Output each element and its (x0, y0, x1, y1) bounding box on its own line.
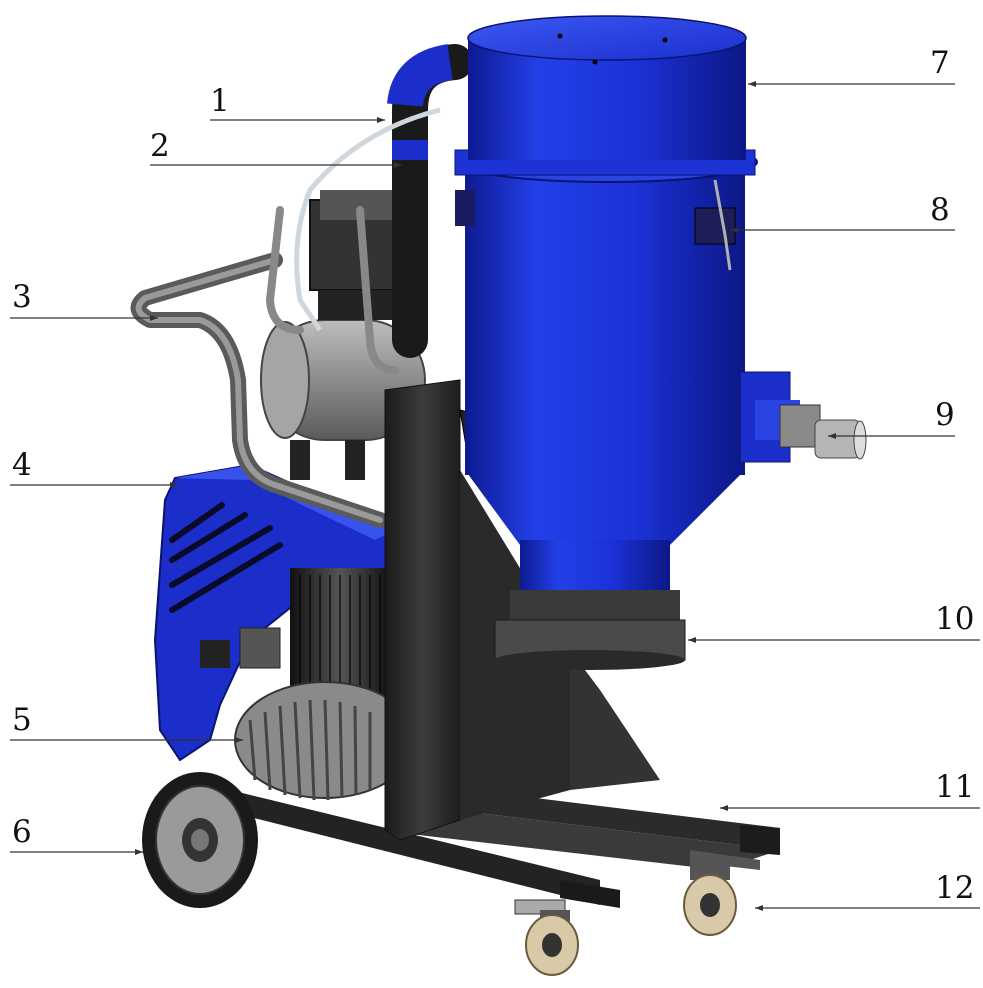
separator-drum (454, 15, 758, 600)
push-handle (130, 206, 399, 528)
callout-4: 4 (12, 447, 32, 483)
leader-arrowheads (135, 81, 836, 911)
inlet-pipe (294, 44, 473, 358)
base-frame (230, 790, 780, 908)
callout-7: 7 (930, 45, 950, 81)
callout-11: 11 (935, 769, 975, 805)
front-caster-left (514, 899, 579, 976)
callout-6: 6 (12, 814, 32, 850)
side-inlet (739, 371, 867, 463)
collection-ring (494, 590, 686, 670)
front-caster-right (683, 860, 737, 936)
callout-8: 8 (930, 192, 950, 228)
motor-casing (153, 463, 396, 762)
callout-3: 3 (12, 279, 32, 315)
callout-2: 2 (150, 128, 170, 164)
callout-1: 1 (210, 83, 230, 119)
callout-5: 5 (12, 702, 32, 738)
blower-motor (234, 568, 416, 801)
leader-lines (10, 83, 980, 909)
callout-9: 9 (935, 397, 955, 433)
rear-wheel (142, 772, 258, 908)
callout-12: 12 (935, 870, 975, 906)
callout-10: 10 (935, 601, 975, 637)
